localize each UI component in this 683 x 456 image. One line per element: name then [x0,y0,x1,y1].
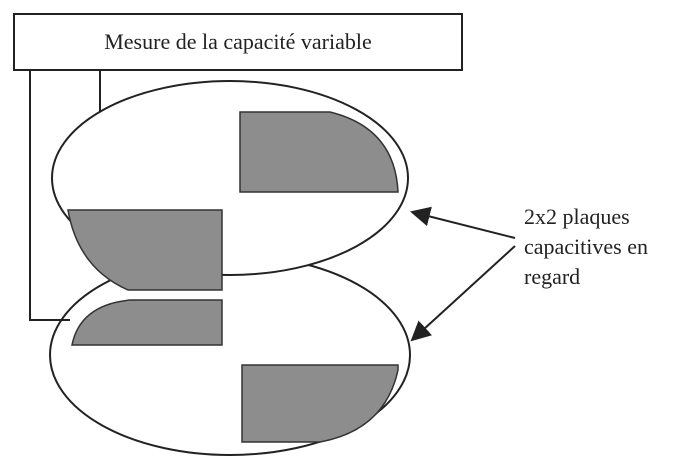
arrow-to-top-disc [410,206,516,239]
top-left-plate [67,209,223,291]
bottom-left-plate [71,299,223,346]
annotation-line-2: capacitives en [524,234,648,259]
wire-left [29,70,70,321]
annotation-line-3: regard [524,264,581,289]
annotation-line-1: 2x2 plaques [524,204,630,229]
measurement-box-label: Mesure de la capacité variable [104,29,372,54]
bottom-right-plate [241,364,399,443]
measurement-box [13,13,463,71]
top-right-plate [239,111,399,193]
arrow-to-bottom-disc [410,245,516,342]
plates-annotation: 2x2 plaques capacitives en regard [524,202,674,292]
